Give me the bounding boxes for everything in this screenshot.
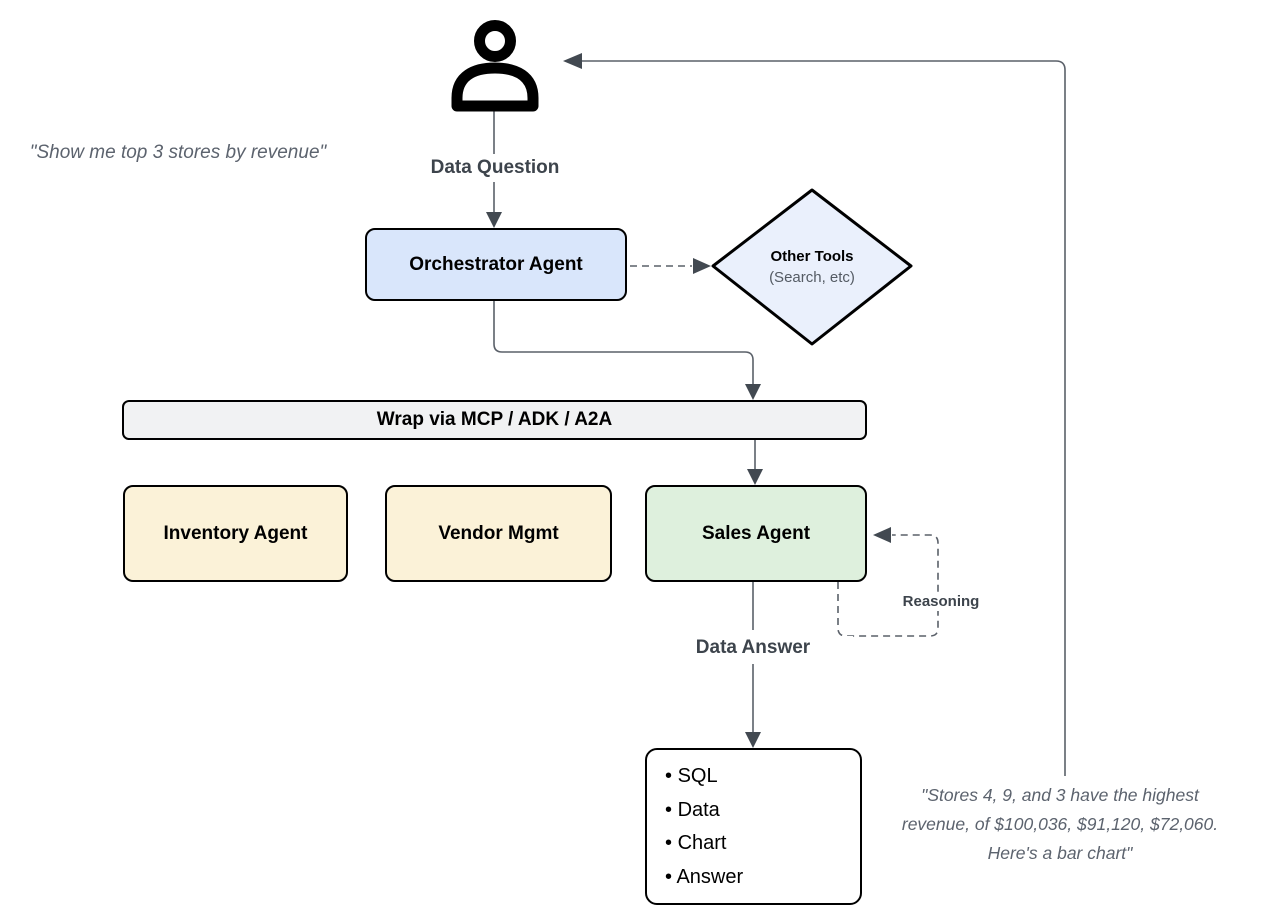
other-tools-subtitle: (Search, etc): [769, 269, 855, 286]
vendor-mgmt-node: Vendor Mgmt: [385, 485, 612, 582]
arrowhead-into-orchestrator: [486, 212, 502, 228]
output-list-item-data: Data: [665, 794, 860, 828]
output-list-item-answer: Answer: [665, 861, 860, 895]
other-tools-title: Other Tools: [770, 248, 854, 265]
agent-response-quote: "Stores 4, 9, and 3 have the highest rev…: [855, 781, 1264, 868]
user-question-quote: "Show me top 3 stores by revenue": [29, 142, 327, 163]
vendor-mgmt-label: Vendor Mgmt: [438, 522, 559, 544]
agent-response-line-2: revenue, of $100,036, $91,120, $72,060.: [901, 814, 1219, 834]
orchestrator-agent-label: Orchestrator Agent: [409, 253, 583, 275]
data-question-label: Data Question: [395, 156, 595, 180]
user-icon-body: [451, 62, 539, 112]
other-tools-text: Other Tools (Search, etc): [706, 184, 918, 350]
user-icon-head: [474, 20, 516, 62]
inventory-agent-label: Inventory Agent: [163, 522, 308, 544]
agent-response-line-1: "Stores 4, 9, and 3 have the highest: [921, 785, 1199, 805]
data-answer-label: Data Answer: [653, 636, 853, 660]
arrowhead-into-sales: [747, 469, 763, 485]
arrowhead-reasoning-into-sales: [873, 527, 891, 543]
sales-agent-node: Sales Agent: [645, 485, 867, 582]
user-icon: [451, 20, 539, 112]
wrap-mcp-adk-a2a-bar: Wrap via MCP / ADK / A2A: [122, 400, 867, 440]
arrowhead-into-user: [563, 53, 582, 69]
output-list-node: SQL Data Chart Answer: [645, 748, 862, 905]
diamond-shape: [711, 188, 913, 346]
output-list: SQL Data Chart Answer: [647, 760, 860, 894]
reasoning-label: Reasoning: [885, 592, 997, 611]
output-list-item-sql: SQL: [665, 760, 860, 794]
inventory-agent-node: Inventory Agent: [123, 485, 348, 582]
agent-response-line-3: Here's a bar chart": [987, 843, 1133, 863]
arrowhead-into-wrap-bar: [745, 384, 761, 400]
output-list-item-chart: Chart: [665, 827, 860, 861]
other-tools-node: Other Tools (Search, etc): [706, 184, 918, 350]
wrap-bar-label: Wrap via MCP / ADK / A2A: [376, 409, 613, 430]
sales-agent-label: Sales Agent: [701, 522, 811, 544]
arrowhead-into-output: [745, 732, 761, 748]
other-tools-diamond-shape: [711, 188, 913, 346]
orchestrator-agent-node: Orchestrator Agent: [365, 228, 627, 301]
